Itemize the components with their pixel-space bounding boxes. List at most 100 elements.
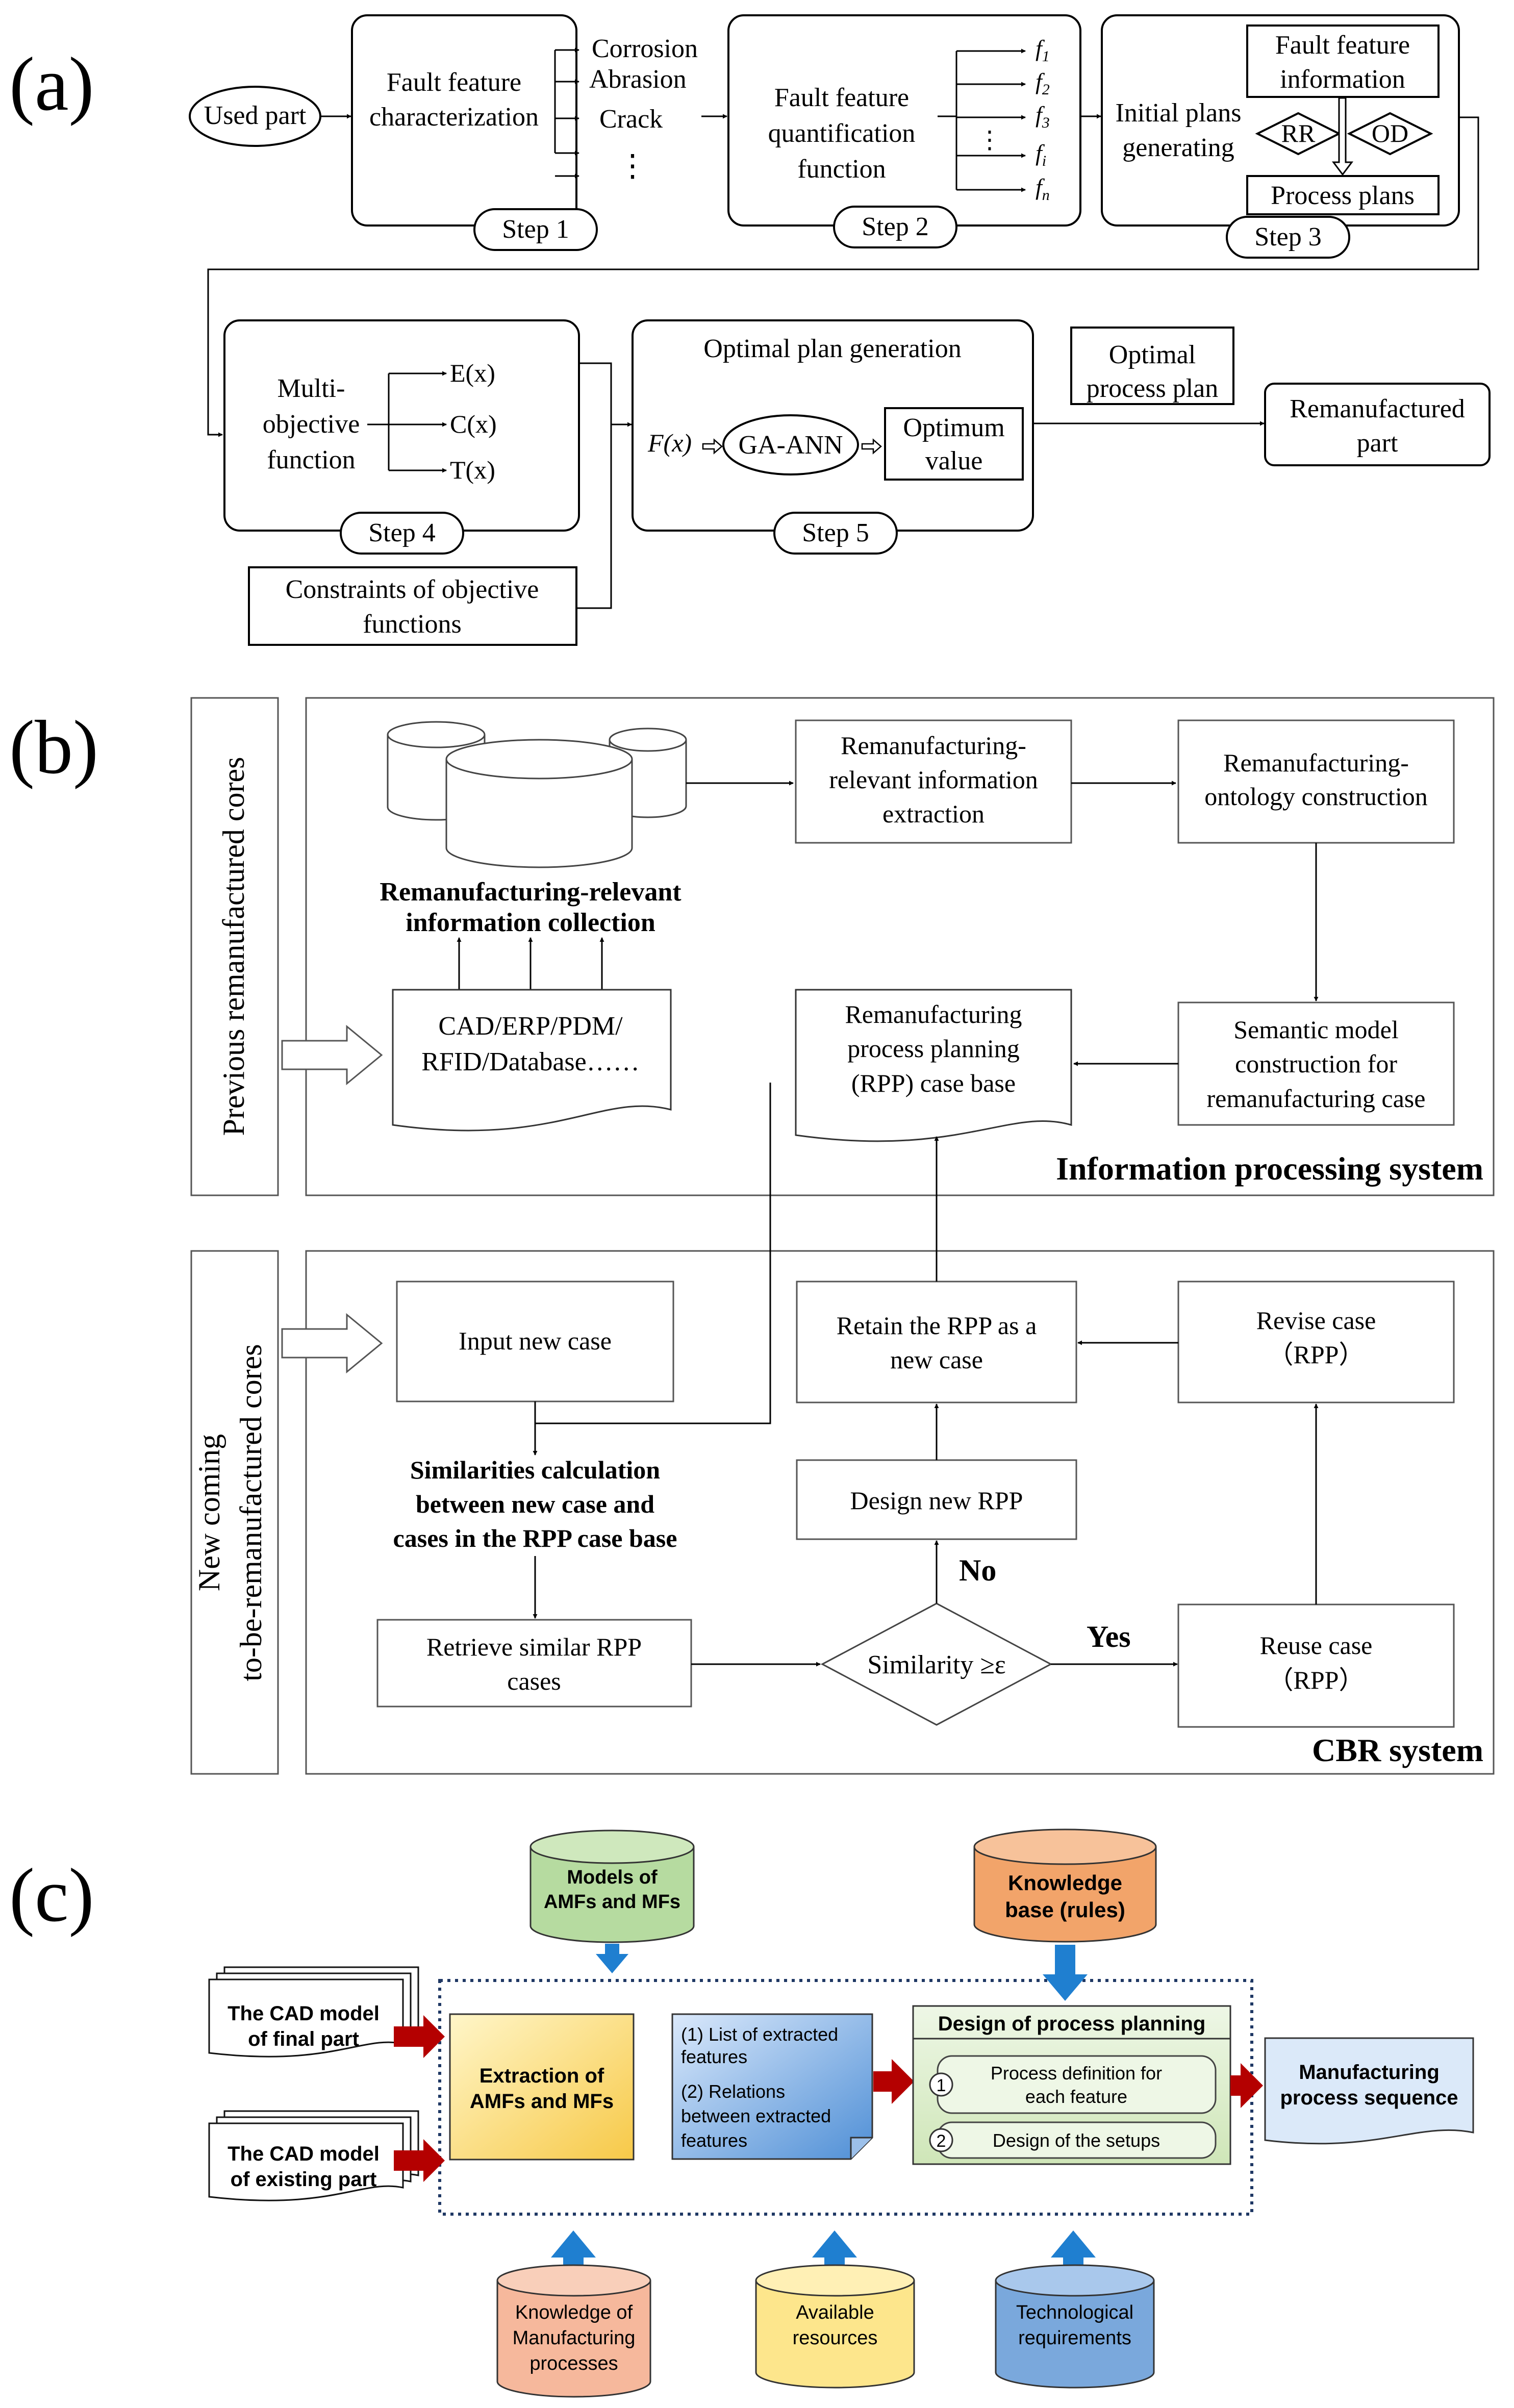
tech-req-line1: Technological xyxy=(1016,2302,1133,2323)
step2-label: Step 2 xyxy=(862,212,928,241)
ips-label: Information processing system xyxy=(1056,1150,1483,1187)
retain-line1: Retain the RPP as a xyxy=(837,1311,1037,1340)
semantic-model-box xyxy=(1177,1001,1455,1126)
used-part-label: Used part xyxy=(204,101,307,130)
design-step2-number: 2 xyxy=(937,2131,946,2151)
red-arrow-to-output xyxy=(1230,2063,1263,2108)
rpp-case-base-line2: process planning xyxy=(847,1034,1019,1063)
cad-final-document-stack xyxy=(208,1966,419,2058)
step5-title: Optimal plan generation xyxy=(703,334,961,363)
sources-line2: RFID/Database…… xyxy=(421,1047,639,1076)
constraints-line1: Constraints of objective xyxy=(286,575,539,604)
yes-label: Yes xyxy=(1087,1620,1131,1653)
input-new-case-box xyxy=(396,1281,674,1402)
step3-label-box xyxy=(1226,216,1350,259)
knowledge-mfg-database-icon xyxy=(496,2264,651,2398)
revise-line2: （RPP） xyxy=(1268,1340,1365,1369)
new-cores-box xyxy=(190,1250,279,1775)
step3-title-line1: Initial plans xyxy=(1116,98,1242,128)
retrieve-line2: cases xyxy=(507,1667,561,1695)
design-step1-line2: each feature xyxy=(1025,2086,1127,2107)
cad-existing-line1: The CAD model xyxy=(228,2143,380,2165)
remanufactured-part-line1: Remanufactured xyxy=(1290,394,1465,423)
od-diamond xyxy=(1347,112,1433,156)
hollow-arrow-top xyxy=(281,1024,383,1086)
knowledge-base-line2: base (rules) xyxy=(1005,1898,1125,1922)
step1-item-crack: Crack xyxy=(599,105,663,134)
extraction-box xyxy=(449,2013,635,2161)
step2-label-box xyxy=(833,206,957,248)
semantic-model-line3: remanufacturing case xyxy=(1207,1084,1426,1113)
red-arrow-cad-final xyxy=(394,2015,445,2058)
step3-down-arrow xyxy=(1332,97,1353,176)
knowledge-mfg-line2: Manufacturing xyxy=(513,2327,636,2349)
design-step2-label: Design of the setups xyxy=(993,2130,1160,2151)
extracted-list-line4: between extracted xyxy=(681,2105,831,2126)
previous-cores-label: Previous remanufactured cores xyxy=(217,757,250,1136)
process-frame xyxy=(438,1979,1253,2216)
panel-a: (a) Used part Fault feature characteriza… xyxy=(9,14,1491,646)
retain-line2: new case xyxy=(890,1345,983,1374)
ontology-line1: Remanufacturing- xyxy=(1223,748,1409,777)
knowledge-base-line1: Knowledge xyxy=(1008,1871,1122,1895)
step4-label: Step 4 xyxy=(368,518,435,547)
cbr-label: CBR system xyxy=(1312,1732,1483,1768)
design-step1-line1: Process definition for xyxy=(991,2063,1162,2084)
knowledge-mfg-line3: processes xyxy=(529,2353,618,2374)
step1-title-line2: characterization xyxy=(369,103,539,132)
rpp-case-base-line1: Remanufacturing xyxy=(845,1000,1022,1029)
svg-text:⋮: ⋮ xyxy=(977,127,1002,154)
optimal-plan-line2: process plan xyxy=(1087,374,1218,403)
info-extraction-line3: extraction xyxy=(882,799,985,828)
step2-title-line1: Fault feature xyxy=(774,83,909,112)
models-database-icon xyxy=(529,1829,695,1943)
output-line1: Manufacturing xyxy=(1299,2061,1440,2084)
rr-label: RR xyxy=(1281,119,1316,147)
info-collection-line2: information collection xyxy=(406,908,655,937)
ffi-box xyxy=(1246,24,1440,98)
no-label: No xyxy=(959,1553,996,1587)
similarities-line1: Similarities calculation xyxy=(410,1456,660,1484)
process-plans-box xyxy=(1246,175,1440,215)
models-line2: AMFs and MFs xyxy=(544,1891,680,1913)
similarities-line2: between new case and xyxy=(416,1490,654,1518)
step3-label: Step 3 xyxy=(1254,222,1321,252)
extraction-line1: Extraction of xyxy=(480,2065,604,2087)
optimum-box xyxy=(884,407,1024,481)
constraints-line2: functions xyxy=(363,610,462,639)
remanufactured-part-line2: part xyxy=(1357,429,1398,458)
rpp-case-base-line3: (RPP) case base xyxy=(851,1069,1016,1097)
step1-label: Step 1 xyxy=(502,215,569,244)
step1-item-corrosion: Corrosion xyxy=(592,34,698,63)
optimal-plan-line1: Optimal xyxy=(1109,340,1196,369)
design-step2-number-icon xyxy=(929,2128,953,2152)
tech-req-database-icon xyxy=(995,2264,1155,2389)
extracted-list-line5: features xyxy=(681,2130,747,2151)
step1-title-line1: Fault feature xyxy=(387,68,521,97)
step5-label-box xyxy=(773,512,898,555)
semantic-model-line1: Semantic model xyxy=(1233,1015,1399,1044)
panel-c: (c) Models of AMFs and MFs Knowledge bas… xyxy=(9,1828,1474,2398)
step4-label-box xyxy=(340,512,464,555)
ontology-box xyxy=(1177,719,1455,844)
tech-req-line2: requirements xyxy=(1018,2327,1131,2349)
step4-title-line2: objective xyxy=(263,410,360,439)
retrieve-line1: Retrieve similar RPP xyxy=(426,1633,642,1661)
optimal-plan-box xyxy=(1070,327,1234,405)
knowledge-base-database-icon xyxy=(973,1828,1157,1943)
step1-item-ellipsis: ⋮ xyxy=(617,149,648,183)
database-icons xyxy=(387,721,687,868)
ontology-line2: ontology construction xyxy=(1204,782,1427,811)
step5-fx: F(x) xyxy=(647,429,692,457)
design-new-rpp-label: Design new RPP xyxy=(850,1486,1023,1515)
new-cores-label-line1: New coming xyxy=(192,1434,226,1591)
reuse-box xyxy=(1177,1603,1455,1728)
cad-final-line2: of final part xyxy=(248,2028,359,2050)
step3-title-line2: generating xyxy=(1122,133,1234,162)
step4-output-e: E(x) xyxy=(450,359,495,387)
revise-box xyxy=(1177,1281,1455,1403)
info-extraction-line1: Remanufacturing- xyxy=(841,731,1026,760)
step4-title-line3: function xyxy=(267,445,355,474)
step2-title-line3: function xyxy=(797,155,886,184)
similarities-line3: cases in the RPP case base xyxy=(393,1524,677,1552)
